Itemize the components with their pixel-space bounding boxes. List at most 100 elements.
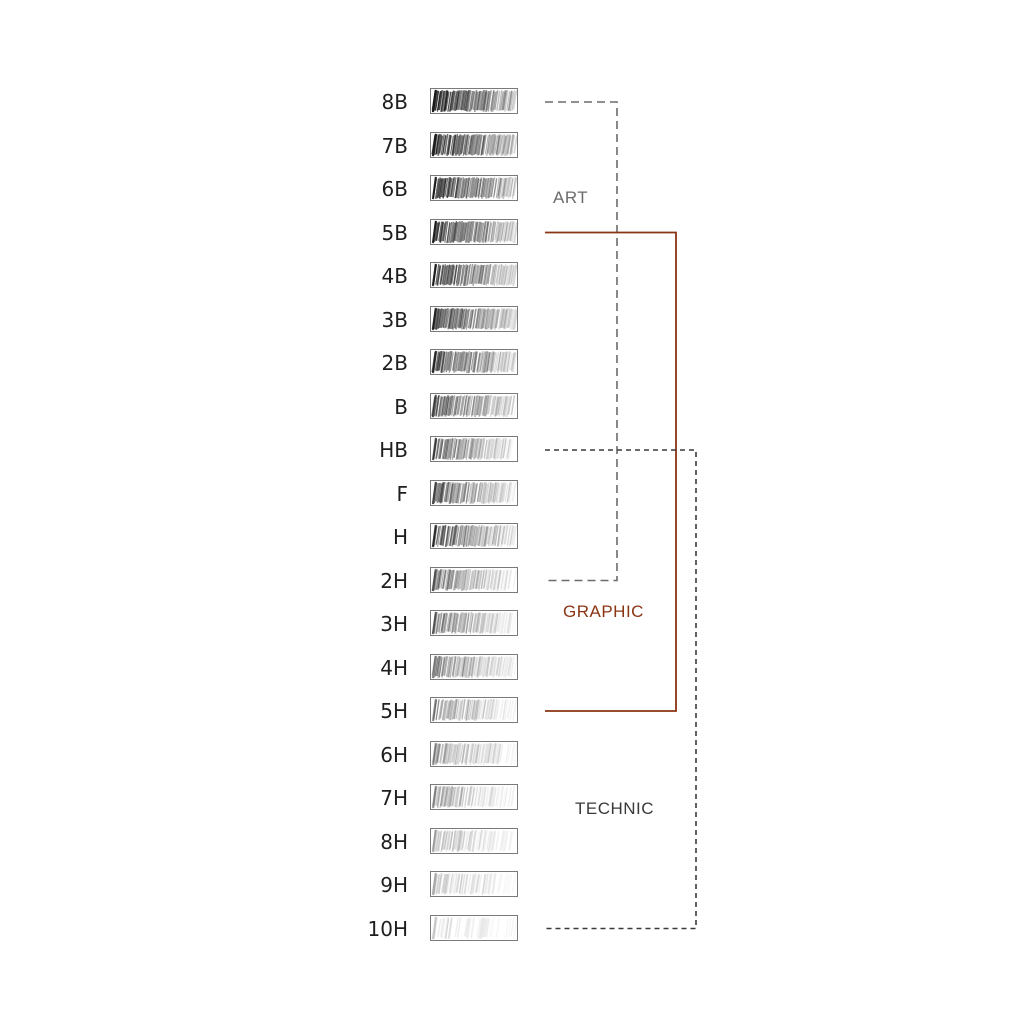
hatch-stroke — [497, 351, 502, 372]
hatch-stroke — [483, 612, 488, 632]
hatch-stroke — [464, 133, 469, 155]
hatch-stroke — [494, 438, 500, 461]
hatch-stroke — [462, 351, 468, 372]
hatch-stroke — [436, 655, 441, 676]
hatch-stroke — [442, 177, 447, 199]
hatch-stroke — [472, 569, 477, 589]
hatch-stroke — [503, 655, 508, 677]
hatch-stroke — [488, 133, 493, 155]
hatch-stroke — [437, 133, 442, 156]
hatch-stroke — [469, 524, 475, 547]
hatch-stroke — [477, 569, 483, 589]
hatch-stroke — [460, 90, 466, 111]
grade-row: 3H — [360, 610, 530, 638]
hatch-stroke — [465, 308, 470, 330]
hatch-stroke — [452, 91, 458, 111]
hatch-stroke — [481, 220, 487, 243]
hatch-stroke — [483, 264, 490, 285]
hatch-stroke — [477, 481, 483, 502]
shading-swatch — [430, 740, 518, 767]
hatch-stroke — [486, 263, 492, 284]
grade-row: HB — [360, 436, 530, 464]
hatch-stroke — [496, 569, 502, 591]
hatch-stroke — [513, 655, 517, 678]
hatch-stroke — [435, 438, 440, 460]
hatch-stroke — [435, 263, 440, 285]
hatch-stroke — [505, 742, 510, 763]
hatch-stroke — [488, 612, 494, 633]
hatch-stroke — [494, 569, 500, 590]
hatch-stroke — [473, 482, 478, 502]
hatch-stroke — [445, 873, 450, 894]
hatch-stroke — [493, 178, 498, 197]
hatch-stroke — [477, 743, 483, 764]
hatch-stroke — [500, 525, 505, 547]
hatch-stroke — [456, 264, 462, 286]
hatch-stroke — [476, 482, 481, 502]
hatch-stroke — [446, 265, 452, 285]
hatch-stroke — [435, 133, 441, 154]
hatch-stroke — [435, 221, 441, 241]
hatch-stroke — [449, 700, 454, 721]
hatch-edge — [431, 394, 437, 417]
grade-label: H — [392, 525, 408, 549]
hatch-stroke — [451, 612, 456, 634]
hatch-stroke — [489, 351, 495, 372]
hatch-stroke — [436, 308, 442, 329]
hatch-stroke — [485, 178, 490, 199]
hatch-stroke — [489, 525, 494, 546]
hatch-stroke — [472, 308, 476, 330]
hatch-stroke — [438, 611, 443, 634]
hatch-stroke — [449, 135, 455, 154]
hatch-stroke — [489, 483, 495, 502]
hatch-stroke — [446, 481, 452, 502]
hatch-stroke — [454, 743, 459, 765]
hatch-stroke — [460, 699, 466, 719]
hatch-stroke — [437, 525, 442, 547]
hatch-stroke — [499, 221, 504, 242]
hatch-stroke — [475, 831, 481, 850]
hatch-stroke — [457, 352, 463, 372]
hatch-stroke — [508, 438, 513, 461]
grade-label: HB — [379, 438, 408, 462]
hatch-stroke — [449, 612, 454, 632]
hatch-stroke — [459, 221, 465, 243]
hatch-stroke — [468, 785, 473, 806]
hatch-stroke — [495, 482, 501, 503]
hatch-stroke — [480, 222, 485, 242]
hatch-stroke — [513, 222, 517, 243]
hatch-stroke — [431, 873, 437, 894]
hatch-stroke — [480, 786, 484, 807]
hatch-stroke — [487, 89, 492, 112]
hatch-stroke — [435, 308, 441, 330]
hatch-stroke — [443, 613, 449, 633]
hatch-stroke — [440, 916, 446, 938]
hatch-stroke — [465, 656, 470, 678]
shading-swatch — [430, 827, 518, 854]
hatch-stroke — [463, 352, 468, 372]
hatch-stroke — [435, 699, 440, 720]
hatch-stroke — [465, 525, 470, 547]
hatch-stroke — [506, 350, 511, 373]
hatch-stroke — [459, 134, 465, 155]
hatch-stroke — [494, 612, 499, 634]
shading-swatch — [430, 436, 518, 462]
hatch-stroke — [484, 656, 490, 676]
grade-label: 7B — [381, 133, 408, 158]
hatch-stroke — [461, 178, 466, 199]
hatch-stroke — [442, 612, 448, 634]
hatch-stroke — [455, 220, 461, 241]
hatch-stroke — [469, 613, 474, 633]
hatch-stroke — [462, 525, 467, 547]
hatch-stroke — [504, 177, 509, 197]
hatch-stroke — [483, 482, 489, 504]
group-label-graphic: GRAPHIC — [563, 602, 644, 621]
hatch-stroke — [442, 307, 447, 328]
shading-swatch — [430, 218, 518, 245]
hatch-stroke — [478, 700, 483, 720]
hatch-stroke — [502, 264, 507, 286]
hatch-stroke — [496, 525, 502, 547]
hatch-stroke — [445, 785, 451, 807]
grade-row: 4H — [360, 653, 530, 682]
hatch-stroke — [435, 742, 440, 765]
